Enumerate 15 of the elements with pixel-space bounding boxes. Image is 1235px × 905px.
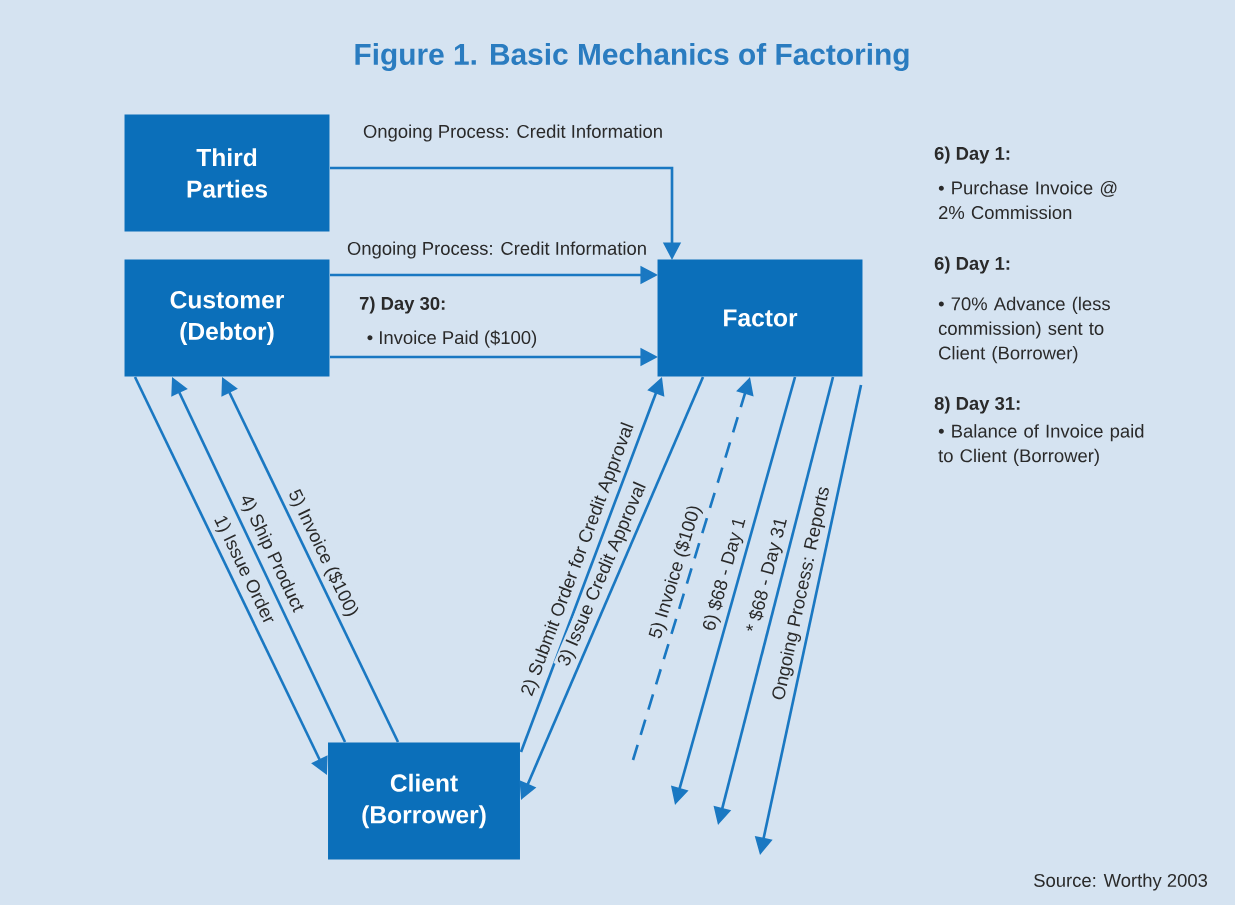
process-box: Customer (Debtor) bbox=[124, 259, 330, 377]
title: Figure 1. Basic Mechanics of Factoring bbox=[355, 43, 909, 71]
note-heading: 6) Day 1: bbox=[934, 146, 1010, 164]
note-text: • 70% Advance (less commission) sent to Client (Borrower) bbox=[938, 296, 1110, 364]
note-text: • Purchase Invoice @ 2% Commission bbox=[938, 180, 1117, 220]
process-box: Factor bbox=[657, 259, 863, 377]
note-heading: 6) Day 1: bbox=[934, 256, 1010, 274]
note-text: Source: Worthy 2003 bbox=[1034, 873, 1208, 891]
note-heading: 8) Day 31: bbox=[934, 396, 1020, 414]
note-text: • Balance of Invoice paid to Client (Borrower) bbox=[938, 424, 1144, 466]
process-box: Client (Borrower) bbox=[328, 742, 520, 860]
process-box: Third Parties bbox=[124, 114, 330, 232]
note-heading: 7) Day 30: bbox=[359, 296, 445, 314]
edge-label: Ongoing Process: Credit Information bbox=[345, 239, 649, 261]
edge-label: Ongoing Process: Credit Information bbox=[361, 122, 665, 144]
